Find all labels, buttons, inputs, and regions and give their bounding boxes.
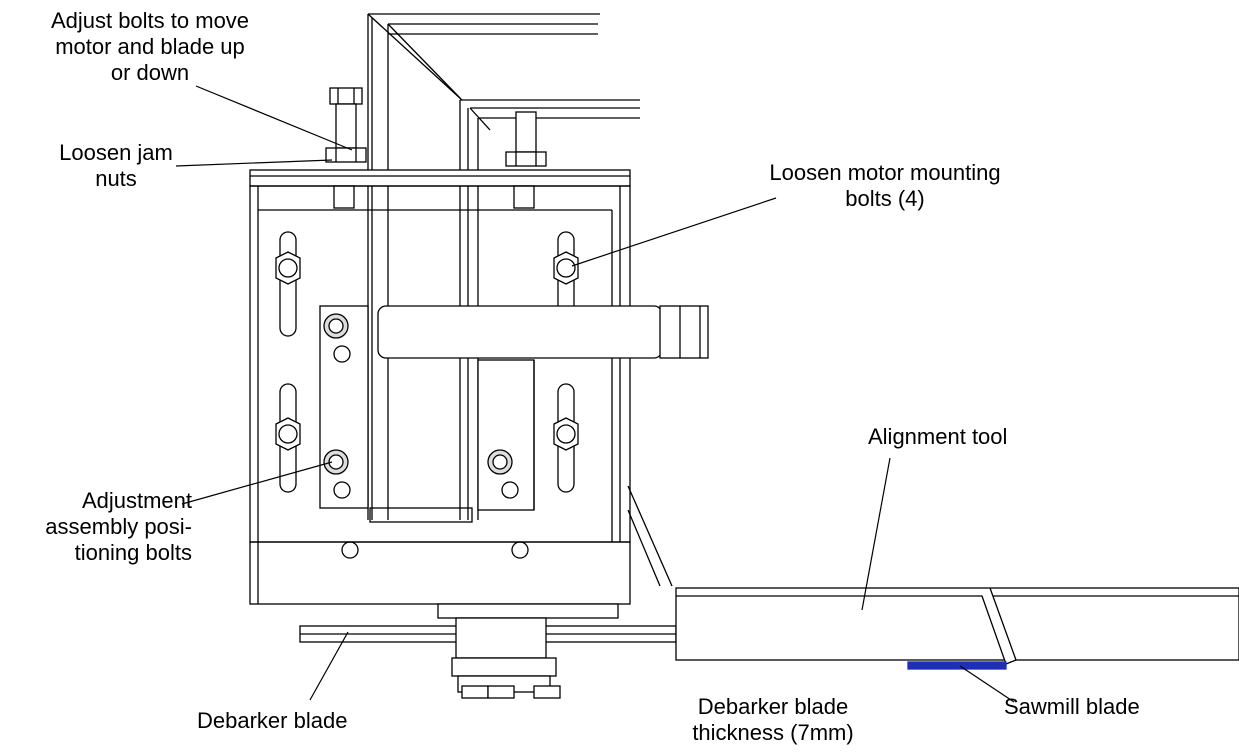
debarker-blade-assembly bbox=[299, 603, 677, 699]
alignment-tool bbox=[675, 587, 1239, 665]
callout-debarker-blade: Debarker blade bbox=[197, 708, 348, 733]
sawmill-blade bbox=[907, 661, 1007, 670]
callout-adjust-bolts: Adjust bolts to move motor and blade up … bbox=[50, 8, 250, 85]
leader-lines bbox=[175, 85, 1015, 703]
callout-blade-thickness: Debarker blade thickness (7mm) bbox=[692, 694, 854, 745]
callout-motor-mounting-bolts: Loosen motor mounting bolts (4) bbox=[769, 160, 1001, 211]
adjust-bolt-right bbox=[505, 111, 547, 167]
handle-bar bbox=[377, 305, 709, 359]
adjustment-plate-left bbox=[319, 305, 369, 509]
callout-positioning-bolts: Adjustment assembly posi- tioning bolts bbox=[45, 488, 192, 565]
lower-housing bbox=[249, 485, 673, 605]
callout-alignment-tool: Alignment tool bbox=[868, 424, 1008, 449]
callout-sawmill-blade: Sawmill blade bbox=[1004, 694, 1140, 719]
adjust-bolt-left bbox=[325, 87, 367, 163]
callout-jam-nuts: Loosen jam nuts bbox=[59, 140, 173, 191]
motor-mounting-bolts bbox=[275, 251, 579, 451]
adjustment-plate-right bbox=[477, 359, 535, 511]
top-plate bbox=[249, 169, 631, 209]
